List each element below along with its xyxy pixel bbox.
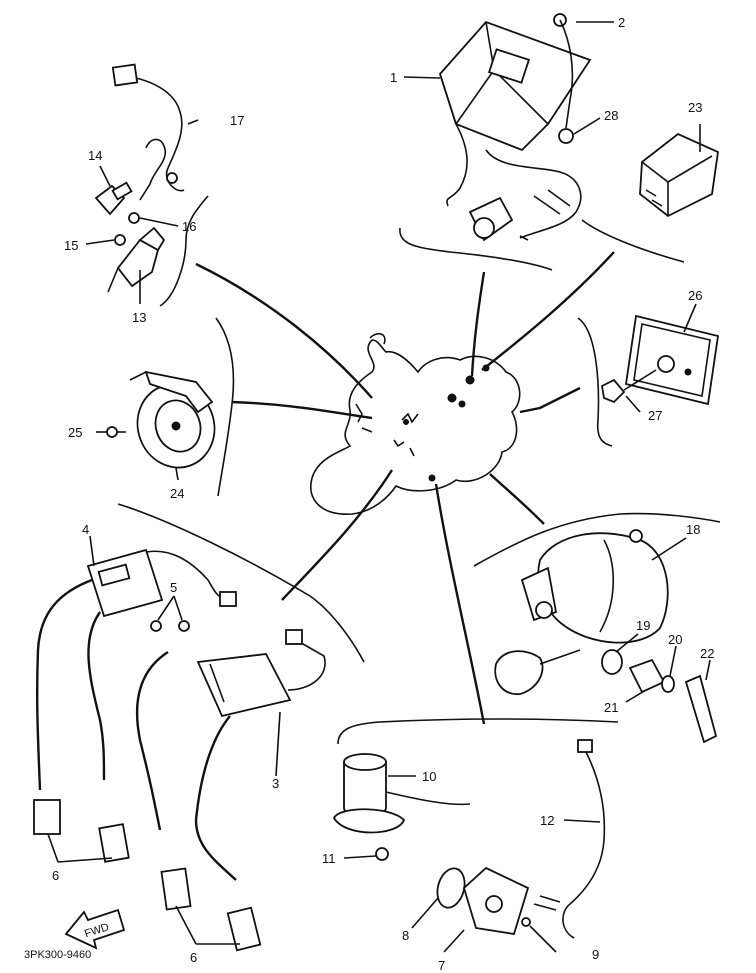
callout-leaders bbox=[47, 21, 711, 953]
forward-direction-arrow: FWD bbox=[64, 908, 126, 950]
callout-22: 22 bbox=[700, 646, 714, 661]
callout-27: 27 bbox=[648, 408, 662, 423]
sensor-parts bbox=[332, 739, 606, 939]
callout-7: 7 bbox=[438, 958, 445, 973]
callout-2: 2 bbox=[618, 15, 625, 30]
callout-13: 13 bbox=[132, 310, 146, 325]
callout-8: 8 bbox=[402, 928, 409, 943]
leader-lines bbox=[195, 251, 615, 725]
callout-15: 15 bbox=[64, 238, 78, 253]
callout-19: 19 bbox=[636, 618, 650, 633]
callout-10: 10 bbox=[422, 769, 436, 784]
callout-12: 12 bbox=[540, 813, 554, 828]
callout-28: 28 bbox=[604, 108, 618, 123]
horn-part bbox=[106, 370, 216, 469]
callout-5: 5 bbox=[170, 580, 177, 595]
reflector-part bbox=[601, 314, 720, 406]
drawing-code: 3PK300-9460 bbox=[24, 949, 91, 961]
callout-3: 3 bbox=[272, 776, 279, 791]
callout-26: 26 bbox=[688, 288, 702, 303]
group-brackets bbox=[117, 195, 721, 745]
relay-part bbox=[639, 132, 719, 218]
callout-9: 9 bbox=[592, 947, 599, 962]
callout-20: 20 bbox=[668, 632, 682, 647]
callout-18: 18 bbox=[686, 522, 700, 537]
ignition-coil-parts bbox=[33, 548, 326, 952]
callout-6-upper: 6 bbox=[52, 868, 59, 883]
callout-25: 25 bbox=[68, 425, 82, 440]
callout-24: 24 bbox=[170, 486, 184, 501]
cdi-unit-part bbox=[438, 13, 592, 242]
engine-frame-outline bbox=[310, 332, 521, 515]
callout-17: 17 bbox=[230, 113, 244, 128]
callout-6-lower: 6 bbox=[190, 950, 197, 965]
oil-pressure-and-neutral-switch-parts bbox=[94, 63, 185, 293]
callout-11: 11 bbox=[322, 851, 336, 866]
callout-16: 16 bbox=[182, 219, 196, 234]
callout-numbers: 1 2 3 4 5 6 6 7 8 9 10 11 12 13 14 15 16… bbox=[52, 15, 714, 973]
starter-motor-parts bbox=[494, 529, 718, 744]
callout-14: 14 bbox=[88, 148, 102, 163]
callout-4: 4 bbox=[82, 522, 89, 537]
callout-21: 21 bbox=[604, 700, 618, 715]
callout-1: 1 bbox=[390, 70, 397, 85]
callout-23: 23 bbox=[688, 100, 702, 115]
